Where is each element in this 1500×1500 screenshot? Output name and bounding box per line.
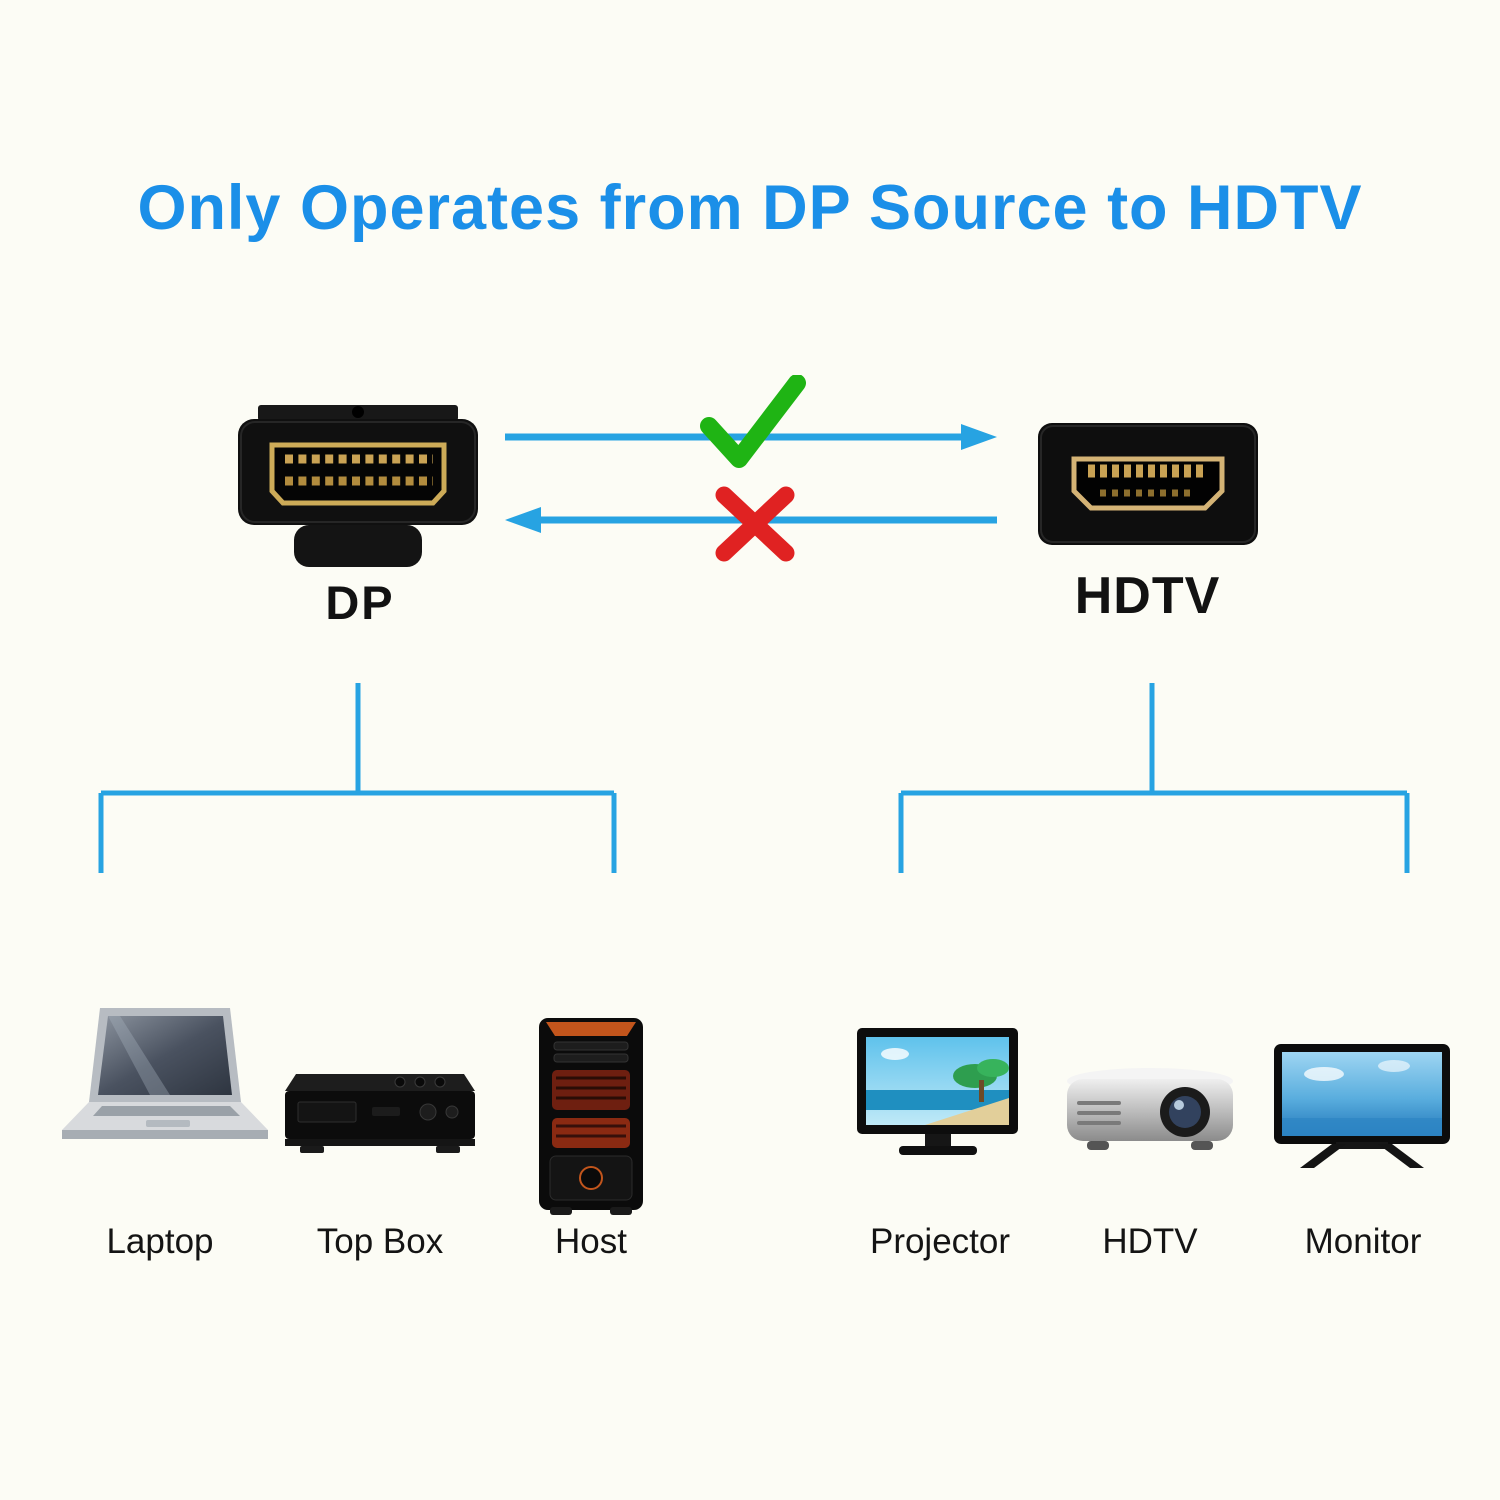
- device-label-hdtv: HDTV: [1102, 1222, 1198, 1261]
- hdmi-connector-icon: [1038, 423, 1258, 545]
- device-label-host: Host: [555, 1222, 627, 1261]
- device-label-topbox: Top Box: [316, 1222, 444, 1261]
- topbox-icon: [285, 1074, 475, 1153]
- projector-icon: [1067, 1068, 1233, 1150]
- cross-icon: [715, 486, 795, 562]
- laptop-icon: [62, 1008, 268, 1139]
- forward-arrow-icon: [505, 424, 997, 450]
- host-tower-icon: [539, 1018, 643, 1215]
- device-label-laptop: Laptop: [106, 1222, 214, 1261]
- hdtv-tree-line: [898, 683, 1410, 873]
- page-title: Only Operates from DP Source to HDTV: [137, 173, 1363, 243]
- device-label-projector: Projector: [869, 1222, 1011, 1261]
- dp-tree-line: [98, 683, 617, 873]
- dp-connector-icon: [238, 405, 478, 567]
- tv-screen-icon: [857, 1028, 1018, 1155]
- device-label-monitor: Monitor: [1304, 1222, 1422, 1261]
- check-icon: [700, 375, 806, 468]
- dp-label: DP: [325, 576, 395, 629]
- hdtv-label: HDTV: [1074, 567, 1221, 625]
- monitor-icon: [1274, 1044, 1450, 1168]
